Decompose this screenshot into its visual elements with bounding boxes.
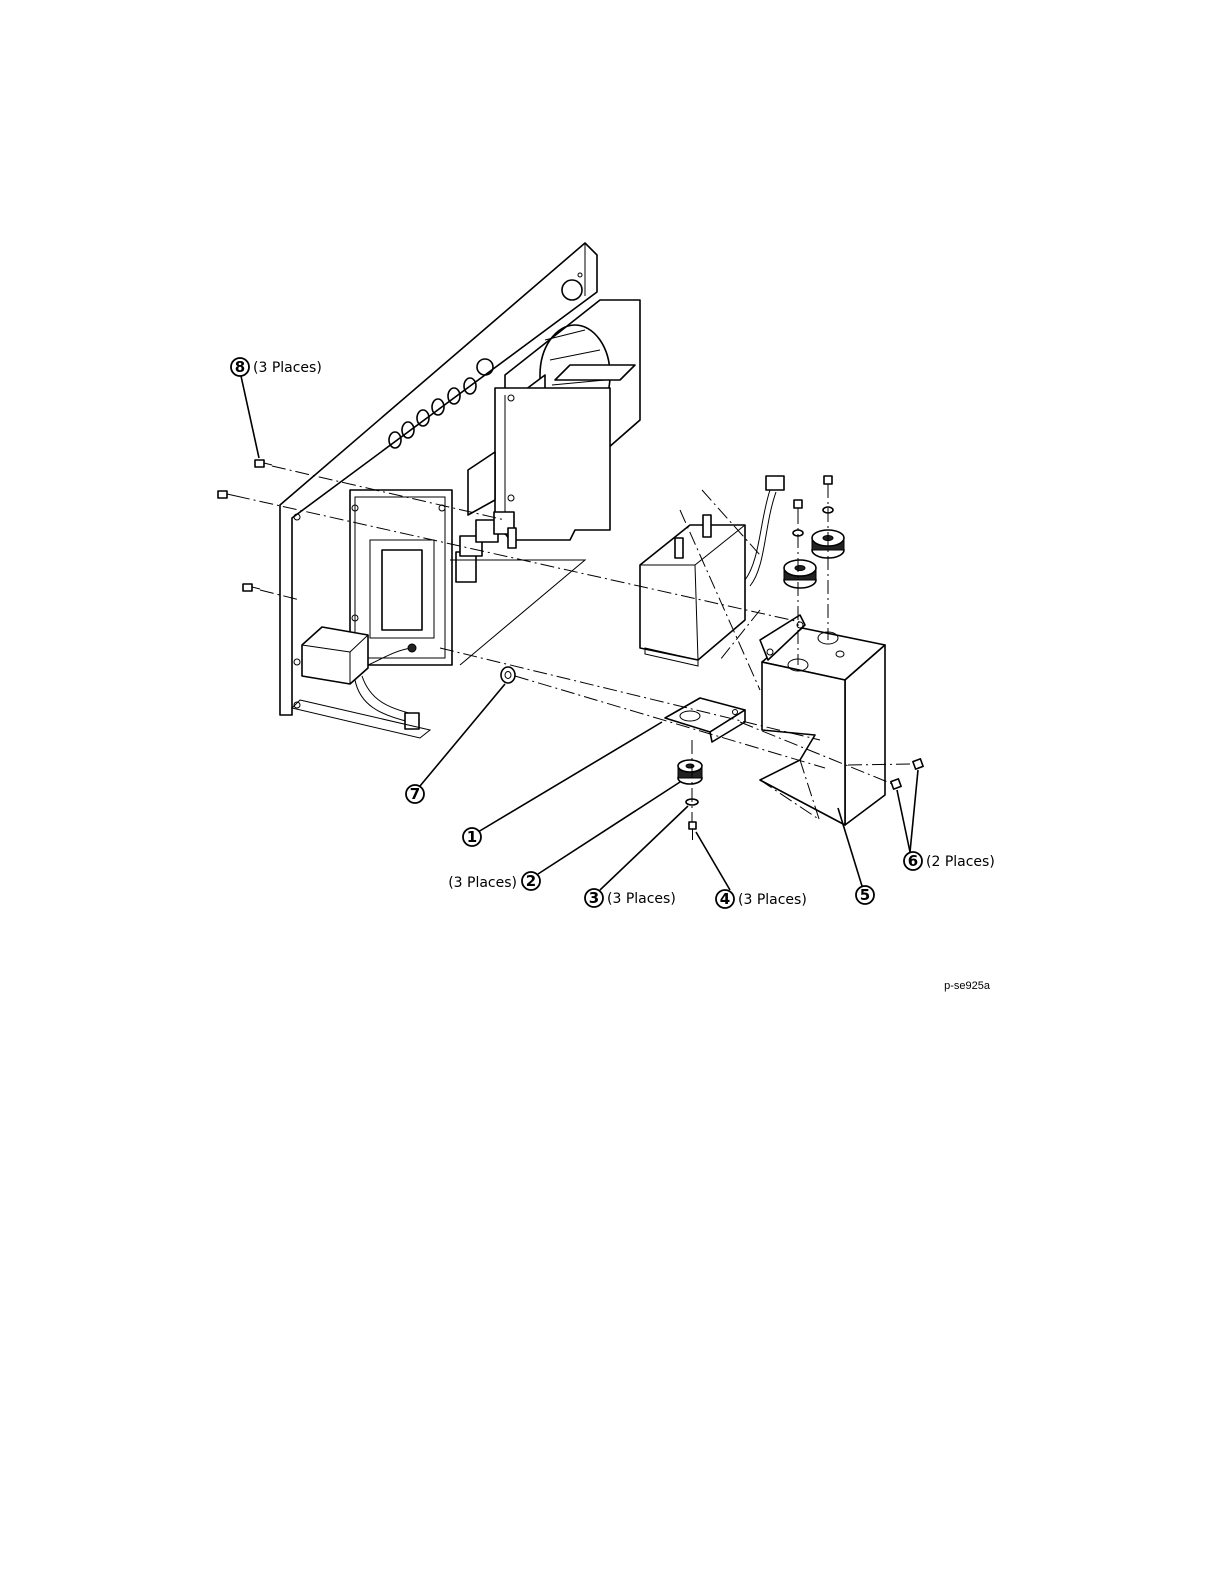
callout-8-note: (3 Places) <box>253 360 322 376</box>
callout-6: 6 (2 Places) <box>904 852 995 870</box>
callout-2: (3 Places) 2 <box>448 872 540 891</box>
power-supply-block <box>640 476 784 666</box>
nut-7 <box>501 667 515 683</box>
screw-lower <box>689 822 696 840</box>
callout-5: 5 <box>856 886 874 904</box>
callout-3-note: (3 Places) <box>607 891 676 907</box>
callout-6-note: (2 Places) <box>926 854 995 870</box>
callout-4: 4 (3 Places) <box>716 890 807 908</box>
pc-board <box>468 365 635 540</box>
callout-4-note: (3 Places) <box>738 892 807 908</box>
bracket-1 <box>665 698 745 742</box>
shock-mount-mid <box>784 560 816 588</box>
figure-id: p-se925a <box>944 980 991 992</box>
callout-3-number: 3 <box>589 889 599 907</box>
shock-mount-lower <box>678 760 702 784</box>
screws-8 <box>218 460 272 591</box>
callout-8-number: 8 <box>235 358 245 376</box>
callout-8: 8 (3 Places) <box>231 358 322 376</box>
callout-1: 1 <box>463 828 481 846</box>
bracket-5 <box>760 615 885 825</box>
callout-7: 7 <box>406 785 424 803</box>
callout-5-number: 5 <box>860 886 870 904</box>
callout-2-number: 2 <box>526 872 536 890</box>
callout-2-note: (3 Places) <box>448 875 517 891</box>
callout-7-number: 7 <box>410 785 420 803</box>
callout-4-number: 4 <box>720 890 730 908</box>
callout-3: 3 (3 Places) <box>585 889 676 907</box>
callout-6-number: 6 <box>908 852 918 870</box>
callout-1-number: 1 <box>467 828 477 846</box>
